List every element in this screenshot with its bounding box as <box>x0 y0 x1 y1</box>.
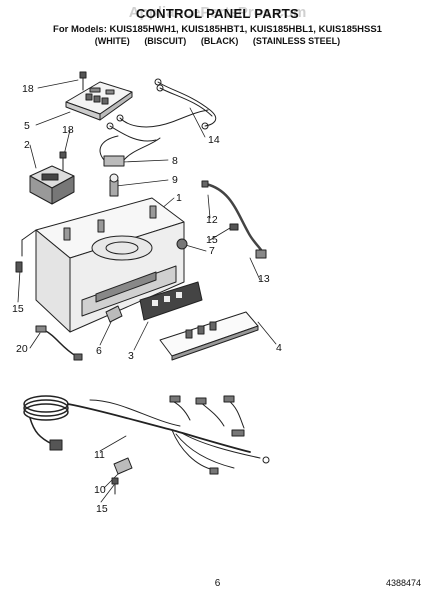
color-black: (BLACK) <box>200 36 239 46</box>
control-interface-part-3 <box>139 281 203 321</box>
callout-9: 9 <box>172 174 178 186</box>
screw-part-18-mid <box>59 151 67 171</box>
screw-part-18-top <box>79 71 87 91</box>
control-board-part-5 <box>65 81 133 121</box>
page-title: CONTROL PANEL PARTS <box>136 6 299 21</box>
callout-4: 4 <box>276 342 282 354</box>
sensor-wire-part-20 <box>35 325 83 361</box>
callout-6: 6 <box>96 345 102 357</box>
overlay-panel-part-4 <box>159 311 259 361</box>
clip-part-6 <box>105 305 123 323</box>
tubing-part-12 <box>201 180 266 258</box>
callout-13: 13 <box>258 273 270 285</box>
wire-harness-part-14 <box>106 78 217 142</box>
callout-5: 5 <box>24 120 30 132</box>
callout-10: 10 <box>94 484 106 496</box>
watermark: AppliancePartsPros.com <box>128 4 307 21</box>
transformer-part-2 <box>29 165 75 205</box>
color-biscuit: (BISCUIT) <box>144 36 187 46</box>
callout-18: 18 <box>62 124 74 136</box>
callout-2: 2 <box>24 139 30 151</box>
clamp-part-10 <box>113 457 133 475</box>
screw-part-15-right <box>229 223 239 231</box>
callout-15: 15 <box>206 234 218 246</box>
document-number: 4388474 <box>385 578 421 588</box>
models-line: For Models: KUIS185HWH1, KUIS185HBT1, KU… <box>53 24 382 35</box>
color-white: (WHITE) <box>94 36 130 46</box>
lamp-socket-part-8 <box>99 135 161 167</box>
color-line: (WHITE) (BISCUIT) (BLACK) (STAINLESS STE… <box>0 36 435 46</box>
bulb-part-9 <box>109 173 119 197</box>
control-housing-part-1 <box>15 197 185 333</box>
callout-18: 18 <box>22 83 34 95</box>
callout-14: 14 <box>208 134 220 146</box>
callout-15: 15 <box>12 303 24 315</box>
callout-15: 15 <box>96 503 108 515</box>
callout-12: 12 <box>206 214 218 226</box>
callout-3: 3 <box>128 350 134 362</box>
screw-part-15-bottom <box>111 477 119 495</box>
callout-11: 11 <box>94 449 105 461</box>
callout-7: 7 <box>209 245 215 257</box>
callout-8: 8 <box>172 155 178 167</box>
connector-part-13 <box>255 249 267 259</box>
page-number: 6 <box>214 578 221 589</box>
power-cord-part-11 <box>23 395 270 475</box>
color-stainless: (STAINLESS STEEL) <box>252 36 341 46</box>
callout-1: 1 <box>176 192 182 204</box>
fastener-part-7 <box>176 238 188 250</box>
callout-20: 20 <box>16 343 28 355</box>
